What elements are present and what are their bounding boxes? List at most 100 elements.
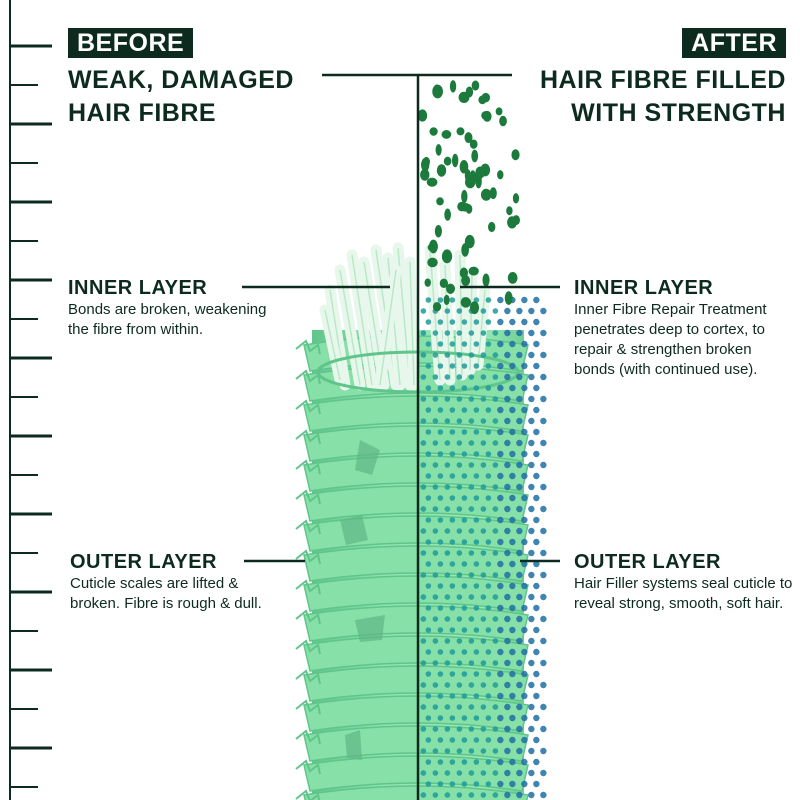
lifted-scale-edge <box>295 549 321 565</box>
filler-dot <box>420 660 427 666</box>
filler-dot <box>528 659 535 667</box>
filler-dot <box>504 351 511 359</box>
treatment-droplet <box>512 215 520 226</box>
filler-dot <box>540 615 547 623</box>
filler-dot <box>540 483 547 491</box>
filler-dot <box>504 615 511 623</box>
filler-dot <box>468 770 475 776</box>
filler-dot <box>480 682 487 688</box>
filler-dot <box>521 494 528 502</box>
treatment-droplet <box>417 109 428 122</box>
filler-dot <box>485 737 492 743</box>
filler-dot <box>456 704 463 710</box>
filler-dot <box>504 747 511 755</box>
treatment-droplet <box>456 127 465 136</box>
filler-dot <box>504 549 511 557</box>
filler-dot <box>456 506 463 512</box>
treatment-droplet <box>439 278 449 289</box>
filler-dot <box>449 649 456 655</box>
filler-dot <box>420 616 427 622</box>
filler-dot <box>432 594 439 600</box>
filler-dot <box>468 594 475 600</box>
treatment-droplet <box>436 164 447 177</box>
filler-dot <box>461 341 468 347</box>
filler-dot <box>480 330 487 336</box>
filler-dot <box>420 462 427 468</box>
treatment-droplet <box>488 221 496 233</box>
filler-dot <box>480 462 487 468</box>
filler-dot <box>485 363 492 369</box>
filler-dot <box>432 462 439 468</box>
filler-dot <box>540 725 547 733</box>
cuticle-scale <box>303 665 529 702</box>
filler-dot <box>480 352 487 358</box>
filler-dot <box>437 517 444 523</box>
cortex-strand-shade <box>379 269 397 386</box>
filler-dot <box>425 429 432 435</box>
after-inner-layer-title: INNER LAYER <box>574 277 714 299</box>
filler-dot <box>504 307 511 315</box>
filler-dot <box>540 417 547 425</box>
filler-dot <box>516 329 523 337</box>
after-outer-layer-description: Hair Filler systems seal cuticle to reve… <box>574 575 793 612</box>
filler-dot <box>509 428 516 436</box>
treatment-droplet <box>512 193 520 204</box>
filler-dot <box>420 374 427 380</box>
treatment-droplet <box>465 175 476 189</box>
filler-dot <box>540 769 547 777</box>
filler-dot <box>528 637 535 645</box>
filler-dot <box>504 461 511 469</box>
filler-dot <box>449 517 456 523</box>
filler-dot <box>516 527 523 535</box>
filler-dot <box>432 528 439 534</box>
filler-dot <box>425 737 432 743</box>
filler-dot <box>540 747 547 755</box>
filler-dot <box>432 418 439 424</box>
filler-dot <box>420 418 427 424</box>
filler-dot <box>492 748 499 754</box>
lifted-scale-edge <box>295 639 321 655</box>
filler-dot <box>521 362 528 370</box>
filler-dot <box>444 572 451 578</box>
filler-dot <box>540 351 547 359</box>
filler-dot <box>504 659 511 667</box>
filler-dot <box>480 418 487 424</box>
filler-dot <box>473 781 480 787</box>
lifted-scale-edge <box>295 399 321 415</box>
filler-dot <box>492 528 499 534</box>
treatment-droplet <box>497 170 504 180</box>
filler-dot <box>449 297 456 303</box>
filler-dot <box>461 495 468 501</box>
filler-dot <box>432 770 439 776</box>
filler-dot <box>485 539 492 545</box>
filler-dot <box>521 604 528 612</box>
filler-dot <box>509 736 516 744</box>
filler-dot <box>468 396 475 402</box>
filler-dot <box>449 605 456 611</box>
filler-dot <box>461 649 468 655</box>
filler-dot <box>509 560 516 568</box>
filler-dot <box>432 330 439 336</box>
filler-dot <box>461 781 468 787</box>
filler-dot <box>425 517 432 523</box>
filler-dot <box>497 736 504 744</box>
filler-dot <box>456 726 463 732</box>
lifted-scale-edge <box>295 789 321 800</box>
before-outer-layer-description: Cuticle scales are lifted & broken. Fibr… <box>70 575 262 612</box>
before-inner-layer-title: INNER LAYER <box>68 277 208 299</box>
filler-dot <box>516 571 523 579</box>
filler-dot <box>425 649 432 655</box>
filler-dot <box>432 660 439 666</box>
treatment-droplet <box>469 301 480 315</box>
filler-dot <box>516 439 523 447</box>
filler-dot <box>456 748 463 754</box>
filler-dot <box>497 450 504 458</box>
filler-dot <box>456 792 463 798</box>
filler-dot <box>461 473 468 479</box>
filler-dot <box>528 769 535 777</box>
treatment-droplet <box>461 275 471 287</box>
treatment-droplet <box>436 197 444 206</box>
filler-dot <box>473 627 480 633</box>
filler-dot <box>497 494 504 502</box>
filler-dot <box>497 516 504 524</box>
